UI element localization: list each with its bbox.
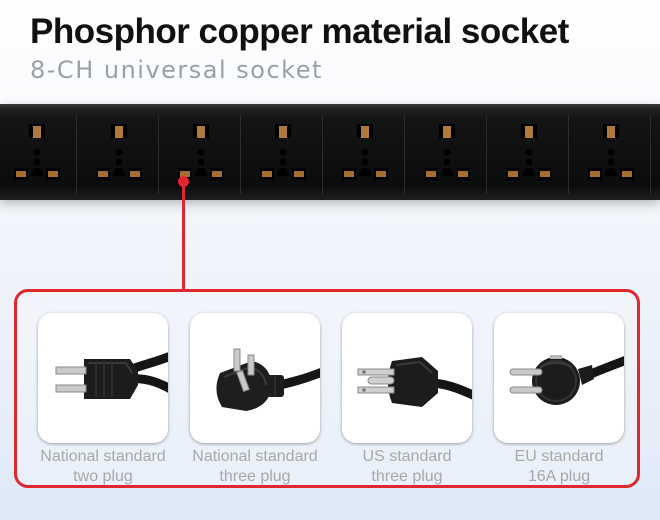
plug-label-line1: National standard [192,448,318,465]
universal-outlet [244,116,323,194]
plug-card-us-three [342,313,472,443]
universal-outlet [326,116,405,194]
plug-label-line2: three plug [219,468,291,485]
plug-label-line1: National standard [40,448,166,465]
callout-line [182,180,185,290]
three-pin-angled-plug-icon [216,348,320,411]
universal-outlet [80,116,159,194]
plug-label-national-three: National standard three plug [170,447,340,487]
plug-card-national-three [190,313,320,443]
universal-outlet [0,116,77,194]
eu-schuko-plug-icon [509,355,624,405]
universal-outlet [490,116,569,194]
socket-strip [0,104,660,200]
plug-label-line2: three plug [371,468,443,485]
two-pin-plug-icon [55,352,168,399]
plug-label-line2: 16A plug [527,468,591,485]
us-plug-icon [357,357,472,407]
plug-label-line2: two plug [73,468,133,485]
universal-outlet [572,116,651,194]
universal-outlet [162,116,241,194]
plug-card-national-two [38,313,168,443]
plug-card-eu-16a [494,313,624,443]
plug-label-national-two: National standard two plug [18,447,188,487]
universal-outlet [408,116,487,194]
callout-dot [178,176,189,187]
plug-label-eu-16a: EU standard 16A plug [474,447,644,487]
strip-top-edge [0,104,660,110]
plug-label-line1: EU standard [514,448,604,465]
plug-label-line1: US standard [362,448,452,465]
page-subtitle: 8-CH universal socket [30,56,323,84]
page-title: Phosphor copper material socket [30,12,569,51]
plug-label-us-three: US standard three plug [322,447,492,487]
